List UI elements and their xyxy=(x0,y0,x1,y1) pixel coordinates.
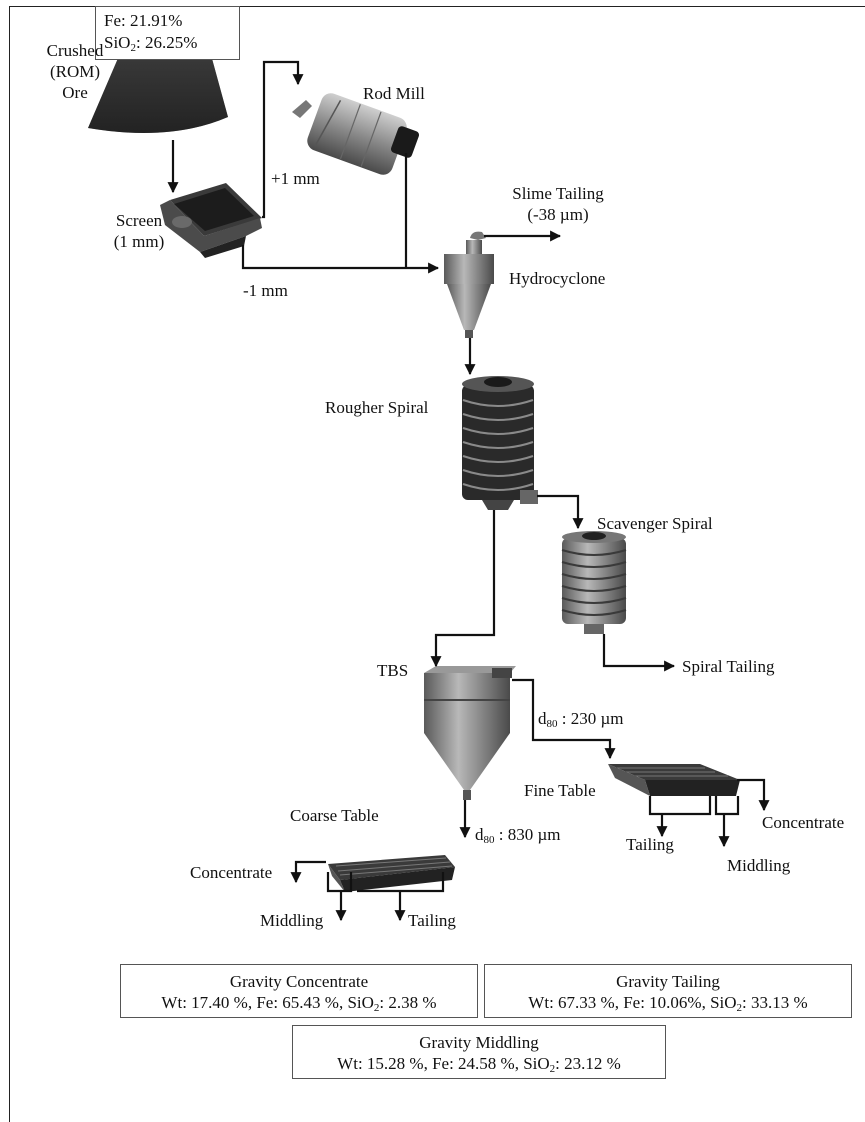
rougher-spiral-icon xyxy=(462,376,538,510)
d80-fine-value: : 230 µm xyxy=(557,709,624,728)
fine-tailing-label: Tailing xyxy=(626,835,674,854)
gravity-middling-assay: Wt: 15.28 %, Fe: 24.58 %, SiO2: 23.12 % xyxy=(293,1053,665,1075)
rod-mill-icon xyxy=(292,93,419,175)
coarse-table-icon xyxy=(328,855,455,892)
fine-table-label: Fine Table xyxy=(524,781,596,800)
coarse-tailing-label: Tailing xyxy=(408,911,456,930)
gravity-middling-subscript: 2 xyxy=(549,1063,556,1075)
gravity-middling-assay-suffix: : 23.12 % xyxy=(555,1054,621,1073)
d80-coarse-subscript: 80 xyxy=(483,834,495,846)
feed-fe-text: Fe: 21.91% xyxy=(104,11,183,30)
fine-concentrate-label: Concentrate xyxy=(762,813,845,832)
screen-label-line1: Screen xyxy=(115,211,163,230)
fine-table-icon xyxy=(608,764,740,796)
scavenger-spiral-icon xyxy=(561,531,627,634)
scavenger-spiral-label: Scavenger Spiral xyxy=(597,514,713,533)
feed-assay-box: Fe: 21.91% SiO2: 26.25% xyxy=(95,6,240,60)
screen-icon xyxy=(160,183,262,258)
d80-coarse-prefix: d xyxy=(475,825,484,844)
slime-tailing-label: Slime Tailing (-38 µm) xyxy=(488,183,628,225)
d80-coarse-label: d80 : 830 µm xyxy=(475,824,561,846)
coarse-table-label: Coarse Table xyxy=(290,806,379,825)
gravity-middling-title: Gravity Middling xyxy=(419,1033,539,1052)
flow-lines xyxy=(167,60,770,922)
d80-fine-label: d80 : 230 µm xyxy=(538,708,624,730)
tbs-label: TBS xyxy=(377,661,409,680)
plus-1mm-label: +1 mm xyxy=(271,169,320,188)
hydrocyclone-label: Hydrocyclone xyxy=(509,269,606,288)
diagram-frame xyxy=(9,6,865,1122)
ore-label-line2: (ROM) xyxy=(49,62,101,81)
slime-tailing-line2: (-38 µm) xyxy=(527,205,589,224)
gravity-tailing-assay: Wt: 67.33 %, Fe: 10.06%, SiO2: 33.13 % xyxy=(485,992,851,1014)
d80-fine-subscript: 80 xyxy=(546,718,558,730)
gravity-middling-assay-prefix: Wt: 15.28 %, Fe: 24.58 %, SiO xyxy=(337,1054,550,1073)
screen-label: Screen (1 mm) xyxy=(104,210,174,252)
gravity-tailing-box: Gravity Tailing Wt: 67.33 %, Fe: 10.06%,… xyxy=(484,964,852,1018)
ore-label-line1: Crushed xyxy=(46,41,104,60)
gravity-concentrate-subscript: 2 xyxy=(373,1002,380,1014)
d80-coarse-value: : 830 µm xyxy=(494,825,561,844)
sio2-label: SiO xyxy=(104,33,131,52)
gravity-tailing-subscript: 2 xyxy=(736,1002,743,1014)
gravity-tailing-assay-suffix: : 33.13 % xyxy=(742,993,808,1012)
feed-sio2-text: SiO2: 26.25% xyxy=(104,32,239,54)
sio2-subscript: 2 xyxy=(130,42,136,54)
gravity-tailing-assay-prefix: Wt: 67.33 %, Fe: 10.06%, SiO xyxy=(528,993,737,1012)
gravity-concentrate-box: Gravity Concentrate Wt: 17.40 %, Fe: 65.… xyxy=(120,964,478,1018)
spiral-tailing-label: Spiral Tailing xyxy=(682,657,775,676)
coarse-concentrate-label: Concentrate xyxy=(190,863,273,882)
gravity-concentrate-assay: Wt: 17.40 %, Fe: 65.43 %, SiO2: 2.38 % xyxy=(121,992,477,1014)
rougher-spiral-label: Rougher Spiral xyxy=(325,398,429,417)
gravity-concentrate-assay-prefix: Wt: 17.40 %, Fe: 65.43 %, SiO xyxy=(161,993,374,1012)
coarse-middling-label: Middling xyxy=(260,911,324,930)
minus-1mm-label: -1 mm xyxy=(243,281,288,300)
sio2-value: : 26.25% xyxy=(135,33,198,52)
ore-label-line3: Ore xyxy=(62,83,88,102)
screen-label-line2: (1 mm) xyxy=(113,232,165,251)
fine-middling-label: Middling xyxy=(727,856,791,875)
gravity-tailing-title: Gravity Tailing xyxy=(616,972,720,991)
gravity-concentrate-title: Gravity Concentrate xyxy=(229,972,369,991)
gravity-middling-box: Gravity Middling Wt: 15.28 %, Fe: 24.58 … xyxy=(292,1025,666,1079)
rod-mill-label: Rod Mill xyxy=(363,84,425,103)
slime-tailing-line1: Slime Tailing xyxy=(512,184,604,203)
tbs-icon xyxy=(424,666,516,800)
gravity-concentrate-assay-suffix: : 2.38 % xyxy=(379,993,437,1012)
hydrocyclone-icon xyxy=(444,231,494,338)
ore-label: Crushed (ROM) Ore xyxy=(40,40,110,103)
d80-fine-prefix: d xyxy=(538,709,547,728)
